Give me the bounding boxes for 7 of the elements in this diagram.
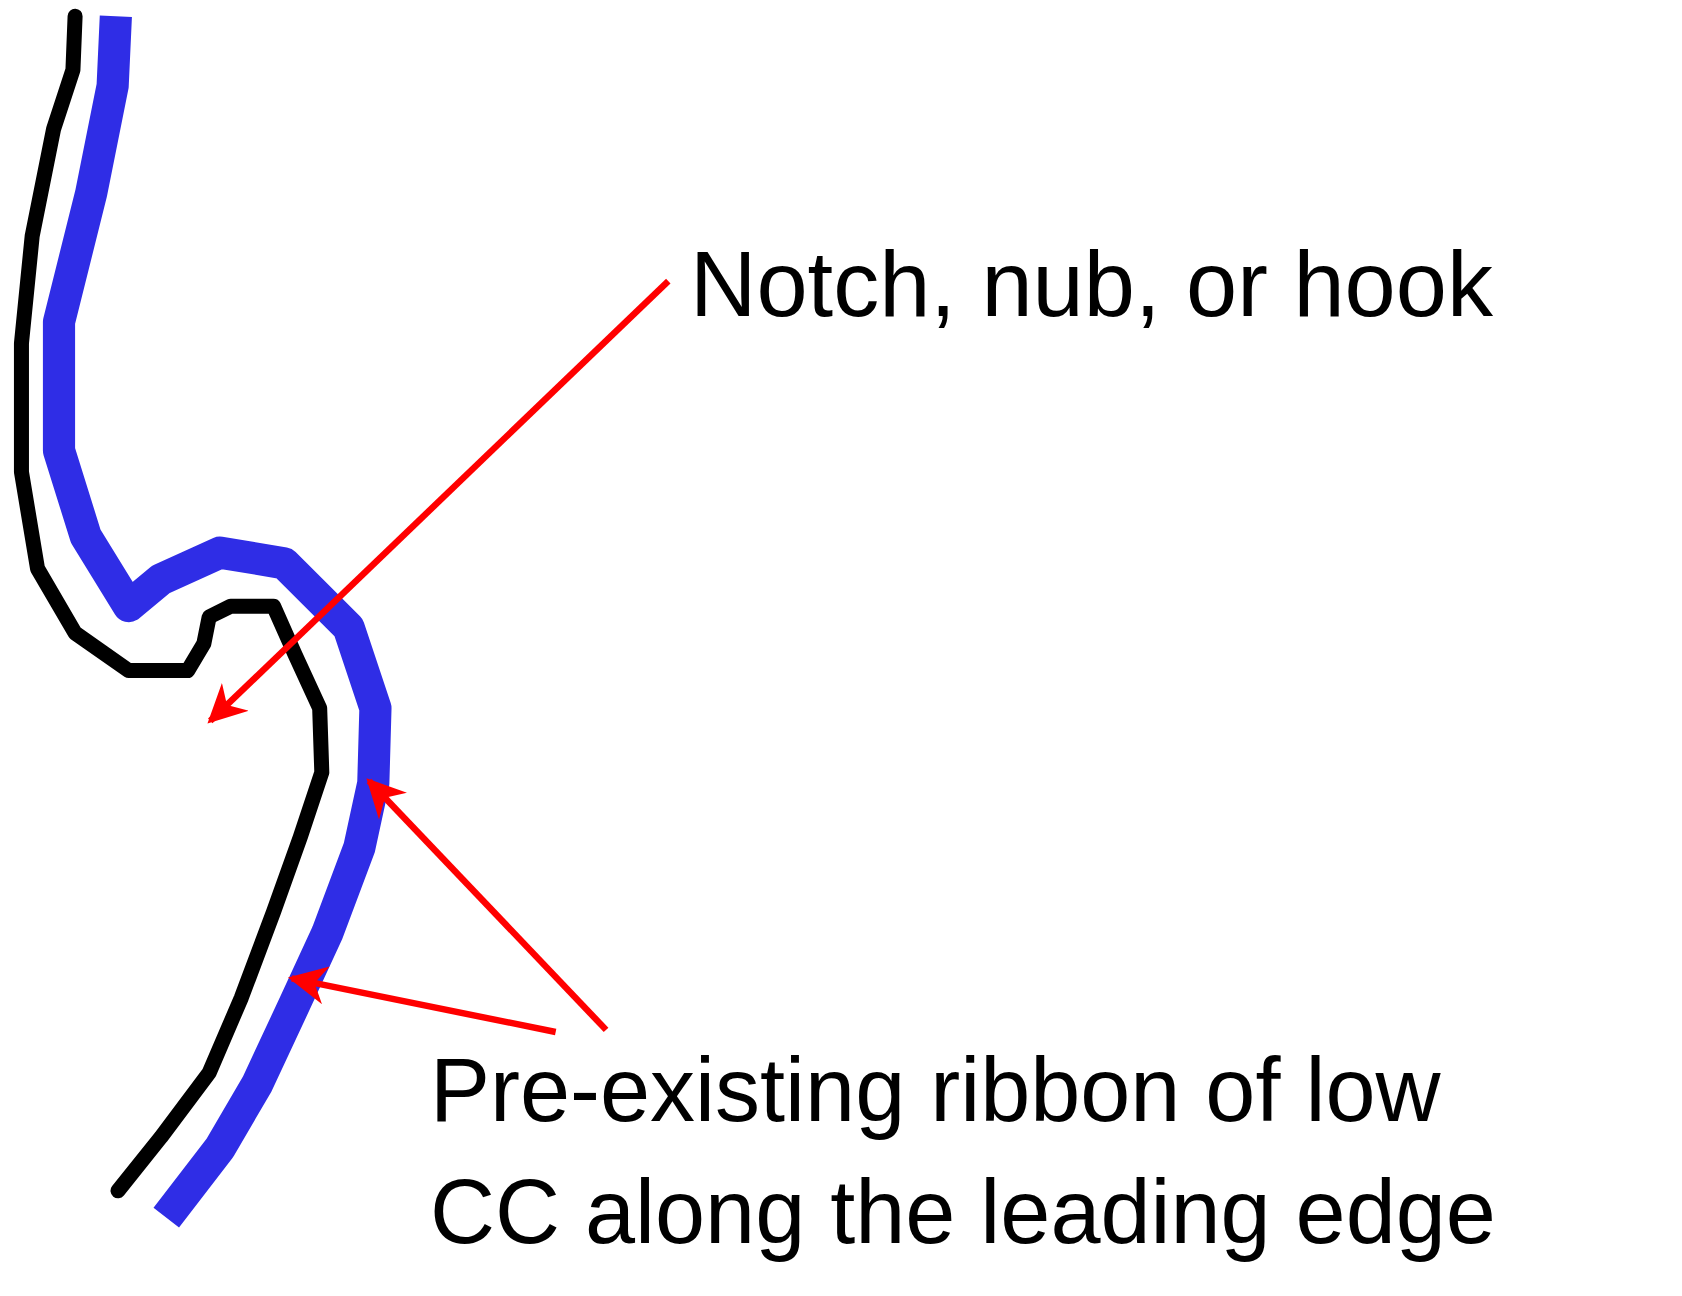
callout-text: Pre-existing ribbon of low CC along the leading edge [430, 1030, 1560, 1273]
leader-arrow [288, 966, 557, 1036]
callout-text: Notch, nub, or hook [690, 222, 1650, 347]
leader-arrow [207, 278, 671, 724]
ribbon-band [42, 15, 392, 1228]
notched-outline [13, 8, 330, 1199]
leader-arrow [366, 778, 609, 1033]
